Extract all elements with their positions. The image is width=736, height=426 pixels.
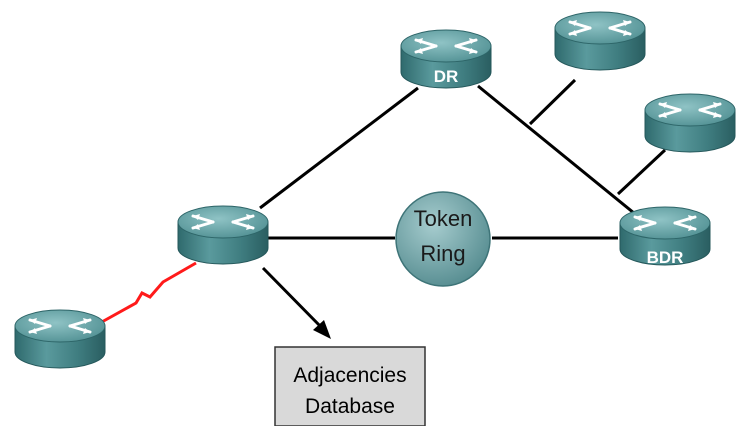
router-icon-top-right	[553, 10, 647, 72]
router-icon-remote	[13, 308, 107, 370]
arrow-head	[313, 320, 331, 339]
link-branch-to-top-router	[528, 78, 577, 126]
database-label-line2: Database	[305, 395, 395, 418]
link-main-to-dr	[259, 86, 419, 210]
link-dr-to-bdr	[477, 84, 641, 220]
database-box: Adjacencies Database	[274, 346, 426, 426]
arrow-to-database	[261, 266, 326, 332]
link-branch-to-right-router	[616, 148, 667, 196]
dr-label: DR	[434, 67, 459, 86]
network-links	[99, 78, 667, 339]
router-icon-right	[643, 92, 736, 154]
router-icon-bdr: BDR	[618, 205, 712, 267]
token-ring-label-line2: Ring	[420, 241, 465, 266]
token-ring-label-line1: Token	[414, 206, 473, 231]
serial-link	[99, 261, 197, 325]
bdr-label: BDR	[647, 248, 684, 267]
database-label-line1: Adjacencies	[293, 364, 406, 387]
router-icon-dr: DR	[399, 28, 493, 90]
router-icon-main	[176, 204, 270, 266]
token-ring-icon: Token Ring	[395, 191, 491, 287]
